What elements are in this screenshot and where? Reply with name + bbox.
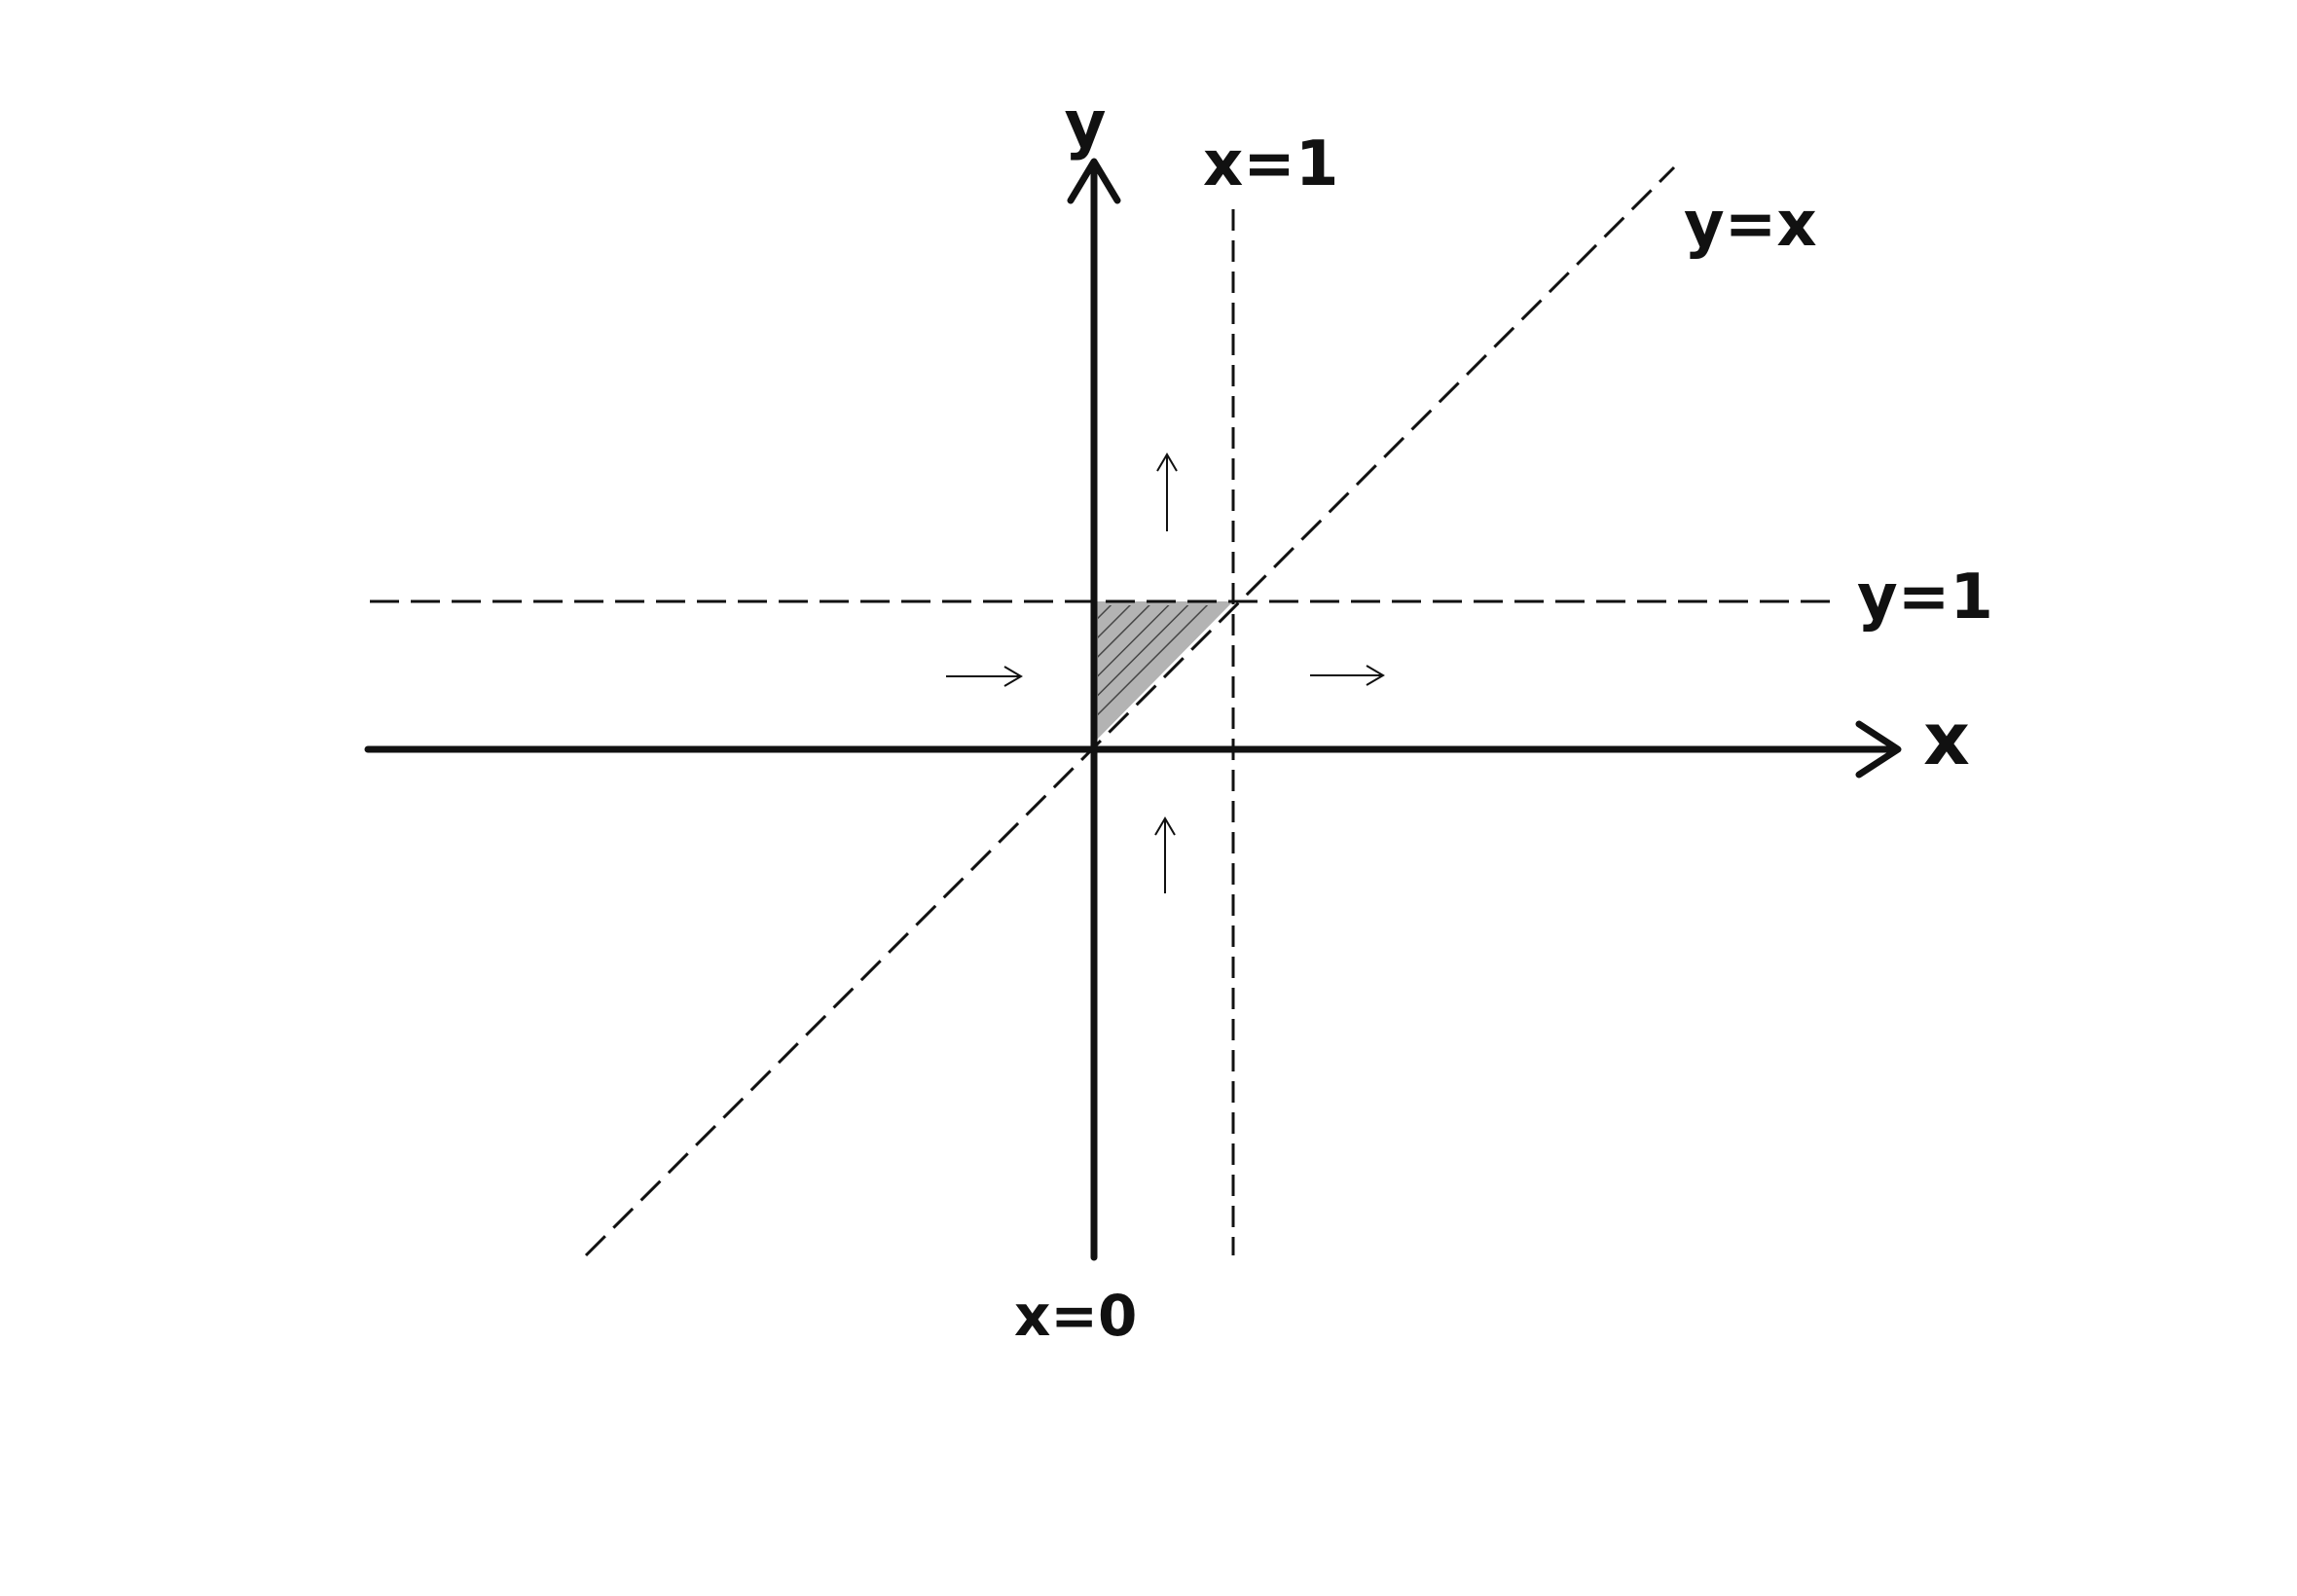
x-axis-arrowhead-icon	[1855, 720, 1902, 779]
shaded-triangle-hatch	[1098, 605, 1221, 730]
arrow-up-upper	[1156, 453, 1178, 531]
line-y-equals-x	[584, 165, 1676, 1257]
y-axis-arrowhead-icon	[1067, 158, 1121, 204]
arrow-right-right	[1310, 665, 1385, 686]
x-axis	[364, 720, 1902, 779]
label-y-equals-x: y=x	[1684, 189, 1817, 261]
label-x-equals-1: x=1	[1203, 128, 1338, 200]
y-axis-label: y	[1064, 87, 1106, 162]
label-y-equals-1: y=1	[1857, 562, 1993, 634]
label-x-equals-0: x=0	[1014, 1283, 1137, 1349]
y-axis	[1067, 158, 1121, 1261]
x-axis-label: x	[1923, 698, 1970, 781]
arrow-right-left	[946, 666, 1023, 687]
shaded-region	[1094, 601, 1233, 743]
arrow-up-lower	[1154, 816, 1176, 893]
